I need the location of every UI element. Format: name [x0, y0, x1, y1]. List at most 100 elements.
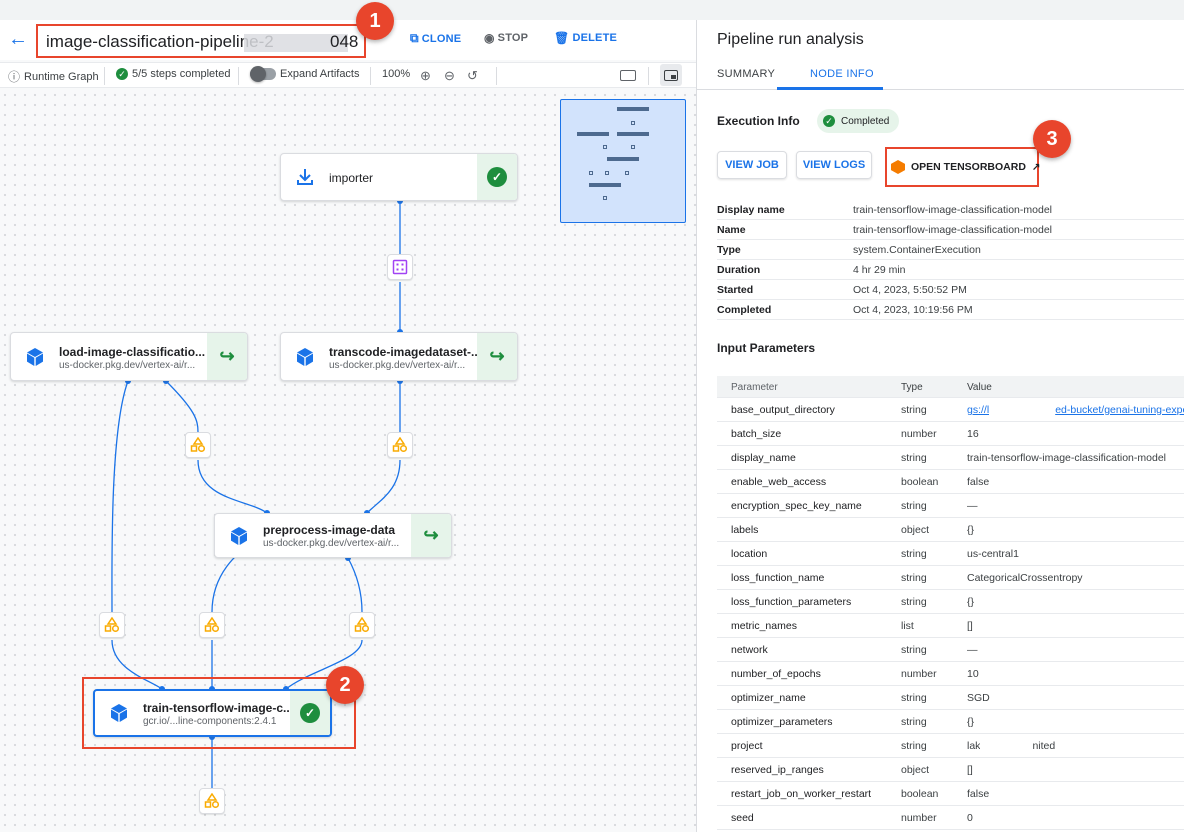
param-value: false [967, 476, 990, 488]
runtime-graph-info[interactable]: ⓘ Runtime Graph [8, 68, 99, 85]
shapes-icon [104, 617, 120, 633]
param-value: [] [967, 620, 973, 632]
back-arrow-icon[interactable]: ← [8, 28, 28, 50]
node-subtitle: us-docker.pkg.dev/vertex-ai/r... [263, 538, 400, 549]
shapes-icon [392, 437, 408, 453]
zoom-level: 100% [382, 68, 410, 80]
delete-button[interactable]: 🗑 DELETE [554, 31, 617, 45]
artifact-shapes[interactable] [349, 612, 375, 638]
param-type: string [901, 572, 927, 584]
column-header-type: Type [901, 382, 923, 393]
node-status: ✓ [290, 691, 330, 735]
detail-key: Display name [717, 204, 785, 216]
cached-arrow-icon: ↪ [423, 525, 439, 545]
open-tensorboard-button[interactable]: OPEN TENSORBOARD ↗ [891, 155, 1040, 179]
artifact-shapes[interactable] [199, 788, 225, 814]
callout-box-tensorboard [885, 147, 1039, 187]
node-train-tensorflow-image-classification[interactable]: train-tensorflow-image-c... gcr.io/...li… [93, 689, 332, 737]
param-type: string [901, 692, 927, 704]
clone-button[interactable]: ⧉ CLONE [410, 31, 461, 46]
node-transcode-imagedataset[interactable]: transcode-imagedataset-... us-docker.pkg… [280, 332, 518, 381]
param-type: number [901, 812, 937, 824]
artifact-shapes[interactable] [387, 432, 413, 458]
keyboard-shortcuts-button[interactable] [620, 70, 636, 81]
toggle-switch[interactable] [250, 66, 276, 82]
param-value: train-tensorflow-image-classification-mo… [967, 452, 1166, 464]
minimap-node [617, 132, 649, 136]
graph-minimap[interactable] [560, 99, 686, 223]
param-value: false [967, 788, 990, 800]
node-importer[interactable]: importer ✓ [280, 153, 518, 201]
zoom-in-icon: ⊕ [420, 68, 431, 83]
node-status: ↪ [477, 333, 517, 380]
node-title: transcode-imagedataset-... [329, 345, 482, 359]
view-job-button[interactable]: VIEW JOB [717, 151, 787, 179]
param-value: {} [967, 596, 975, 608]
success-check-icon: ✓ [487, 167, 507, 187]
param-value-suffix: nited [1032, 740, 1056, 752]
param-type: string [901, 548, 927, 560]
callout-badge-1: 1 [356, 2, 394, 40]
node-title: train-tensorflow-image-c... [143, 701, 294, 715]
param-value: SGD [967, 692, 990, 704]
minimap-toggle-button[interactable] [660, 64, 682, 86]
clone-label: CLONE [421, 32, 462, 45]
param-name: restart_job_on_worker_restart [731, 788, 872, 800]
runtime-graph-label: Runtime Graph [24, 70, 99, 83]
cube-icon [27, 347, 43, 366]
minimap-node [589, 183, 621, 187]
param-type: string [901, 716, 927, 728]
param-value: 16 [967, 428, 979, 440]
cube-icon [297, 347, 313, 366]
pipeline-graph-pane[interactable]: ← image-classification-pipeline-2 048 ⧉ … [0, 0, 696, 832]
param-value: — [967, 644, 978, 656]
cube-icon [111, 704, 127, 722]
expand-artifacts-toggle[interactable]: Expand Artifacts [250, 66, 360, 82]
toolbar-divider [496, 67, 497, 85]
graph-toolbar: ⓘ Runtime Graph ✓ 5/5 steps completed Ex… [0, 62, 696, 88]
artifact-shapes[interactable] [99, 612, 125, 638]
artifact-shapes[interactable] [199, 612, 225, 638]
picture-in-picture-icon [660, 64, 682, 86]
detail-key: Completed [717, 304, 772, 316]
pipeline-run-analysis-panel: Pipeline run analysis SUMMARY NODE INFO … [696, 20, 1184, 832]
param-name: encryption_spec_key_name [731, 500, 862, 512]
param-name: batch_size [731, 428, 782, 440]
node-preprocess-image-data[interactable]: preprocess-image-data us-docker.pkg.dev/… [214, 513, 452, 558]
tab-summary[interactable]: SUMMARY [717, 68, 776, 80]
success-check-icon: ✓ [300, 703, 320, 723]
shapes-icon [190, 437, 206, 453]
window-top-strip [0, 0, 1184, 20]
toolbar-divider [104, 67, 105, 85]
node-load-image-classification[interactable]: load-image-classificatio... us-docker.pk… [10, 332, 248, 381]
callout-badge-3: 3 [1033, 120, 1071, 158]
cached-arrow-icon: ↪ [489, 346, 505, 366]
node-subtitle: gcr.io/...line-components:2.4.1 [143, 716, 277, 727]
param-value: {} [967, 524, 975, 536]
artifact-dataset[interactable] [387, 254, 413, 280]
zoom-out-button[interactable]: ⊖ [444, 68, 455, 84]
check-circle-icon: ✓ [116, 68, 128, 80]
zoom-in-button[interactable]: ⊕ [420, 68, 431, 84]
param-type: string [901, 596, 927, 608]
artifact-shapes[interactable] [185, 432, 211, 458]
stop-button[interactable]: ◉ STOP [484, 31, 528, 45]
param-value: [] [967, 764, 973, 776]
param-type: object [901, 524, 930, 536]
check-circle-icon: ✓ [823, 115, 835, 127]
zoom-reset-button[interactable]: ↺ [467, 68, 478, 84]
zoom-reset-icon: ↺ [467, 68, 478, 83]
tab-node-info[interactable]: NODE INFO [810, 68, 874, 80]
zoom-level-value: 100% [382, 68, 411, 80]
steps-completed-status: ✓ 5/5 steps completed [116, 68, 230, 80]
download-icon [297, 169, 313, 185]
view-logs-button[interactable]: VIEW LOGS [796, 151, 872, 179]
